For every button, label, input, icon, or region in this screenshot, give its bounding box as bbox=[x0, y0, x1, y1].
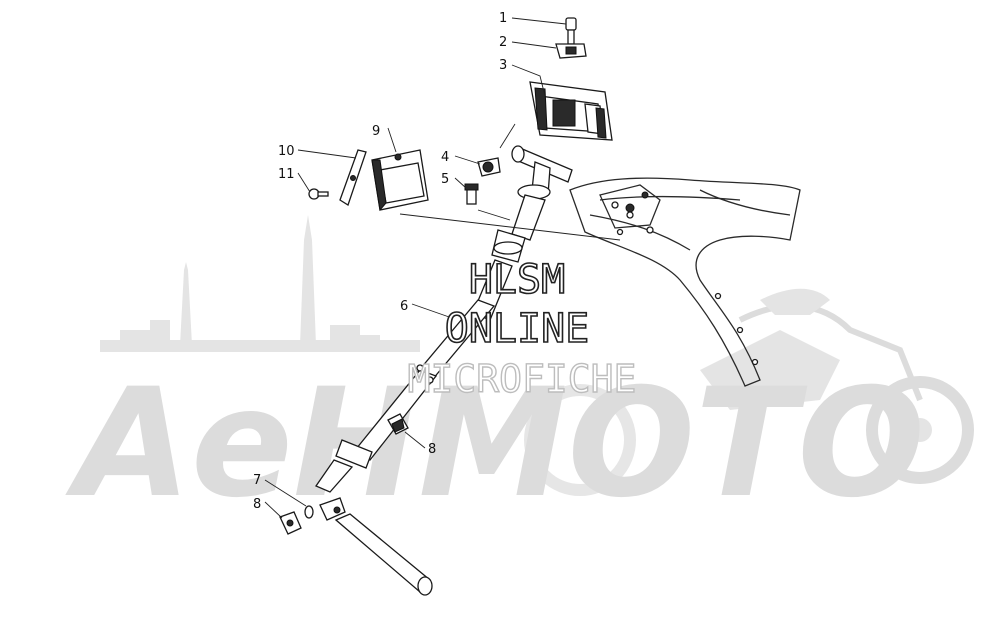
frame-assembly bbox=[569, 177, 801, 387]
callout-8-lower: 8 bbox=[253, 497, 261, 512]
steering-column bbox=[315, 229, 526, 493]
watermark-text: HLSM ONLINE MICROFICHE bbox=[407, 256, 637, 402]
watermark-brand: AeHMOTO bbox=[65, 357, 925, 531]
column-nut-lower bbox=[279, 511, 302, 535]
callout-3: 3 bbox=[499, 58, 507, 73]
lower-shaft bbox=[319, 497, 433, 596]
washer bbox=[304, 505, 314, 519]
top-clamp bbox=[555, 43, 587, 59]
watermark-skyline bbox=[100, 215, 420, 352]
handlebar-block bbox=[529, 81, 613, 141]
callout-labels: 1 2 3 4 5 6 7 8 8 9 10 11 bbox=[253, 11, 507, 512]
mounting-plate bbox=[339, 149, 367, 206]
callout-9: 9 bbox=[372, 124, 380, 139]
watermark-subtitle: ONLINE bbox=[445, 306, 590, 352]
watermark-motorcycle bbox=[524, 288, 974, 496]
callout-1: 1 bbox=[499, 11, 507, 26]
callout-11: 11 bbox=[278, 167, 295, 182]
callout-5: 5 bbox=[441, 172, 449, 187]
plate-screw bbox=[308, 188, 329, 200]
callout-10: 10 bbox=[278, 144, 295, 159]
callout-2: 2 bbox=[499, 35, 507, 50]
callout-7: 7 bbox=[253, 473, 261, 488]
steering-bracket bbox=[371, 149, 429, 212]
bushing bbox=[477, 157, 501, 177]
small-bolt bbox=[464, 183, 479, 205]
watermark-tagline: MICROFICHE bbox=[408, 357, 637, 401]
column-nut-upper bbox=[387, 413, 409, 435]
watermark-title: HLSM bbox=[469, 257, 565, 303]
top-bolt bbox=[565, 17, 577, 45]
callout-4: 4 bbox=[441, 150, 449, 165]
leader-lines bbox=[264, 17, 621, 519]
callout-6: 6 bbox=[400, 299, 408, 314]
callout-8-upper: 8 bbox=[428, 442, 436, 457]
steering-post-top bbox=[511, 145, 573, 241]
